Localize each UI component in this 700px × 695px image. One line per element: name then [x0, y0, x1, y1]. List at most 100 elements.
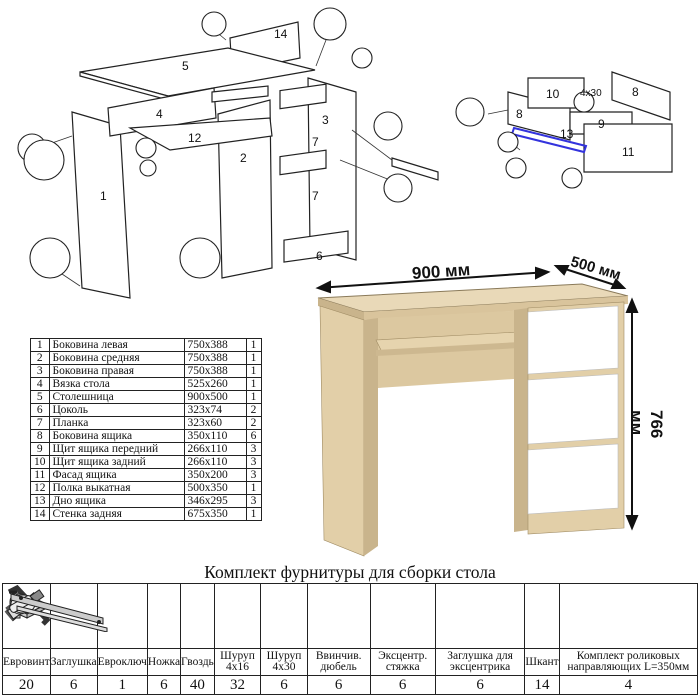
parts-cell-qty: 6 [245, 429, 262, 443]
parts-cell-n: 5 [30, 390, 50, 404]
part-label-9: 9 [598, 117, 605, 131]
width-dimension: 900 мм [411, 259, 471, 284]
foot-icon [7, 583, 182, 649]
parts-cell-qty: 1 [245, 481, 262, 495]
parts-cell-dim: 525x260 [183, 377, 247, 391]
parts-cell-qty: 1 [245, 390, 262, 404]
slat [279, 149, 327, 176]
kit-item-label: Шкант [524, 648, 560, 676]
parts-cell-n: 2 [30, 351, 50, 365]
parts-cell-n: 7 [30, 416, 50, 430]
part-label-4: 4 [156, 107, 163, 121]
parts-cell-n: 11 [30, 468, 50, 482]
parts-cell-name: Боковина ящика [48, 429, 185, 443]
parts-cell-n: 8 [30, 429, 50, 443]
parts-cell-name: Боковина правая [48, 364, 185, 378]
dowel-icon [6, 583, 371, 649]
kit-item-count: 14 [524, 675, 560, 695]
middle-side [217, 99, 273, 279]
parts-cell-qty: 3 [245, 494, 262, 508]
parts-cell-dim: 323x60 [183, 416, 247, 430]
kit-item-label: Заглушка для эксцентрика [434, 648, 526, 676]
front-rail [107, 87, 217, 137]
kit-item-label: Евровинт [2, 648, 51, 676]
screw-long-icon [4, 583, 308, 649]
parts-cell-name: Фасад ящика [48, 468, 185, 482]
parts-cell-qty: 3 [245, 455, 262, 469]
part-label-13: 13 [560, 127, 574, 141]
kit-item-label: Шуруп 4x30 [260, 648, 308, 676]
parts-cell-n: 6 [30, 403, 50, 417]
kit-item-label: Ножка [146, 648, 182, 676]
parts-cell-dim: 750x388 [183, 364, 247, 378]
parts-cell-name: Столешница [48, 390, 185, 404]
part-label-6: 6 [316, 249, 323, 263]
parts-cell-qty: 1 [245, 507, 262, 521]
parts-cell-name: Планка [48, 416, 185, 430]
slat [279, 83, 327, 110]
part-label-14: 14 [274, 27, 288, 41]
parts-cell-dim: 900x500 [183, 390, 247, 404]
cam-lock-icon [9, 583, 436, 649]
parts-cell-qty: 2 [245, 403, 262, 417]
parts-cell-qty: 3 [245, 442, 262, 456]
parts-cell-dim: 675x350 [183, 507, 247, 521]
part-label-12: 12 [188, 131, 202, 145]
parts-cell-n: 10 [30, 455, 50, 469]
parts-cell-qty: 1 [245, 364, 262, 378]
pull-out-shelf [127, 117, 273, 151]
parts-cell-name: Щит ящика передний [48, 442, 185, 456]
kit-item-count: 6 [306, 675, 371, 695]
parts-cell-name: Вязка стола [48, 377, 185, 391]
kit-item-label: Эксцентр. стяжка [369, 648, 436, 676]
parts-cell-name: Боковина средняя [48, 351, 185, 365]
height-dimension: 766 мм [627, 410, 666, 439]
part-label-5: 5 [182, 59, 189, 73]
kit-item-count: 6 [146, 675, 182, 695]
part-label-8b: 8 [632, 85, 639, 99]
kit-item-label: Гвоздь [180, 648, 215, 676]
parts-cell-name: Боковина левая [48, 338, 185, 352]
right-side [307, 77, 357, 261]
screw-annot: 4x30 [580, 88, 602, 99]
parts-cell-qty: 1 [245, 338, 262, 352]
parts-cell-dim: 350x200 [183, 468, 247, 482]
parts-cell-n: 14 [30, 507, 50, 521]
kit-item-label: Евроключ [96, 648, 148, 676]
part-label-11: 11 [622, 145, 635, 159]
parts-cell-name: Дно ящика [48, 494, 185, 508]
parts-cell-name: Стенка задняя [48, 507, 185, 521]
drawer-side [611, 71, 671, 121]
part-label-2: 2 [240, 151, 247, 165]
part-label-10: 10 [546, 87, 560, 101]
part-label-8: 8 [516, 107, 523, 121]
kit-item-count: 6 [49, 675, 98, 695]
parts-cell-dim: 323x74 [183, 403, 247, 417]
kit-item-label: Заглушка [49, 648, 98, 676]
kit-item-count: 4 [558, 675, 699, 695]
wood-dowel-icon [8, 583, 560, 649]
rail [211, 85, 269, 103]
kit-title: Комплект фурнитуры для сборки стола [204, 562, 496, 582]
kit-item-count: 1 [96, 675, 148, 695]
parts-cell-name: Щит ящика задний [48, 455, 185, 469]
parts-cell-dim: 266x110 [183, 455, 247, 469]
plinth [283, 230, 349, 263]
parts-cell-n: 1 [30, 338, 50, 352]
parts-cell-qty: 1 [245, 377, 262, 391]
part-label-7: 7 [312, 135, 319, 149]
